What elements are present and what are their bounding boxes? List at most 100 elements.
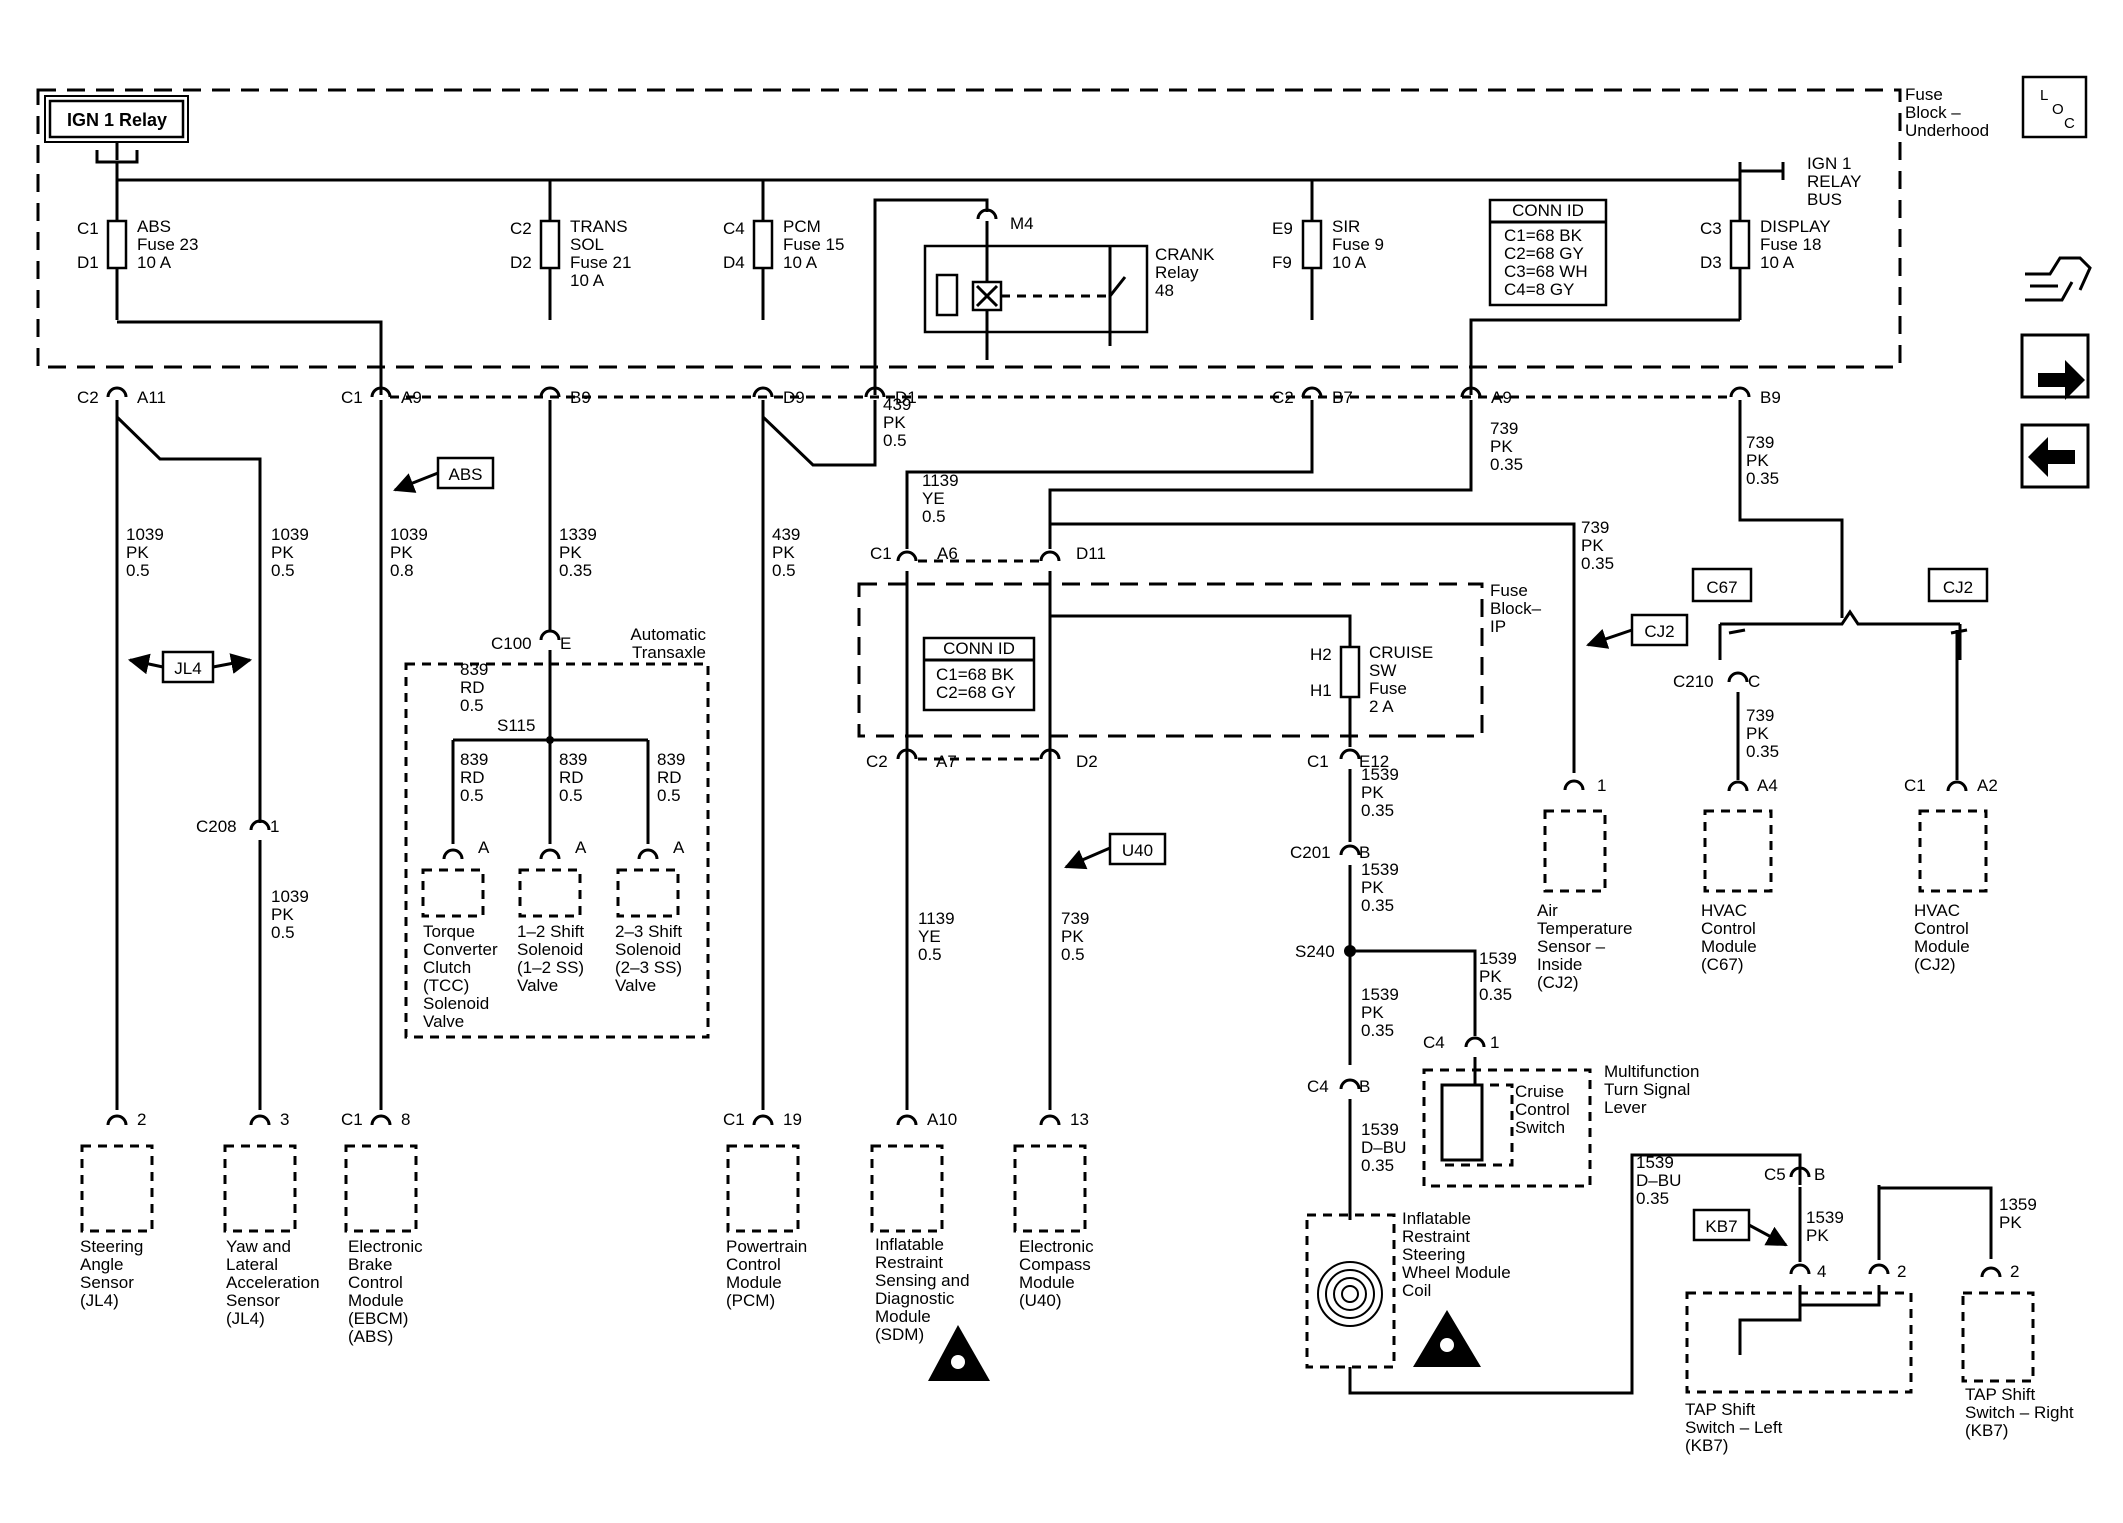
wire-label: 0.35 [1490, 455, 1523, 474]
trans-pin-label: A [478, 838, 490, 857]
wire-label: YE [918, 927, 941, 946]
module-label: HVAC [1914, 901, 1960, 920]
tcc-label: (TCC) [423, 976, 469, 995]
12ss-label: 1–2 Shift [517, 922, 584, 941]
module-label: Module [1701, 937, 1757, 956]
tap-left-outline [1685, 1291, 1913, 1394]
wire-label: 0.35 [1746, 742, 1779, 761]
wire-label: PK [271, 905, 294, 924]
connector-name: C1 [1307, 752, 1329, 771]
wire [1348, 1153, 1802, 1395]
module-label: (ABS) [348, 1327, 393, 1346]
wire-label: 739 [1490, 419, 1518, 438]
module-outline-5 [1013, 1144, 1087, 1233]
cruise-switch-label: Switch [1515, 1118, 1565, 1137]
module-conn-label: C1 [723, 1110, 745, 1129]
module-pin-label: 13 [1070, 1110, 1089, 1129]
next-page-button[interactable] [2020, 333, 2090, 399]
wire-label: 0.35 [1636, 1189, 1669, 1208]
warning-symbol [1440, 1338, 1454, 1352]
coil-label: Restraint [1402, 1227, 1470, 1246]
cruise-fuse-bottom: H1 [1310, 681, 1332, 700]
wire-label: PK [1361, 783, 1384, 802]
module-outline-3 [726, 1144, 800, 1233]
conn-id-ip [922, 636, 1036, 712]
trans-pin-label: A [673, 838, 685, 857]
module-label: Temperature [1537, 919, 1632, 938]
wire-label: PK [1581, 536, 1604, 555]
relay-bus-label: IGN 1 [1807, 154, 1851, 173]
loc-letter: O [2052, 101, 2064, 118]
module-label: (SDM) [875, 1325, 924, 1344]
module-label: Control [1701, 919, 1756, 938]
wire-label: PK [1746, 451, 1769, 470]
jl4-arrow-right [212, 653, 253, 674]
c4-b [1339, 1078, 1361, 1090]
module-pin-label: A10 [927, 1110, 957, 1129]
tap-right-label: TAP Shift [1965, 1385, 2036, 1404]
conn-id-ip-row: C2=68 GY [936, 683, 1016, 702]
module-pin-label: 19 [783, 1110, 802, 1129]
fuse-label: 10 A [1332, 253, 1367, 272]
uh-connector-pin: A11 [137, 388, 166, 407]
module-pin-5 [1039, 1114, 1061, 1126]
fuse-bottom-pin: D1 [77, 253, 99, 272]
conn-id-uh-row: C1=68 BK [1504, 226, 1583, 245]
23ss-label: 2–3 Shift [615, 922, 682, 941]
wire [1350, 949, 1477, 1036]
option-tag-text: CJ2 [1644, 622, 1674, 641]
arrow-right-icon [2038, 360, 2085, 400]
multifunction-outline [1422, 1068, 1592, 1188]
option-arrow [393, 471, 439, 493]
23ss-label: Valve [615, 976, 656, 995]
fuse-top-pin: C2 [510, 219, 532, 238]
trans-label: Transaxle [632, 643, 706, 662]
option-arrow [1586, 628, 1633, 649]
cruise-switch-label: Control [1515, 1100, 1570, 1119]
fuse-label: 10 A [1760, 253, 1795, 272]
crank-relay-label: Relay [1155, 263, 1199, 282]
uh-connector-pin: A9 [1491, 388, 1512, 407]
fuse-2 [752, 219, 774, 270]
wire [1050, 614, 1352, 647]
coil-outline [1305, 1213, 1396, 1369]
fuse-label: TRANS [570, 217, 628, 236]
wire-label: 0.5 [271, 923, 295, 942]
trans-pin-1 [539, 848, 561, 860]
fuse-bottom-pin: D3 [1700, 253, 1722, 272]
option-arrow [1064, 846, 1111, 870]
module-label: Module [875, 1307, 931, 1326]
fuse-3 [1301, 219, 1323, 270]
module-label: (CJ2) [1537, 973, 1579, 992]
module-pin-label: 1 [1597, 776, 1606, 795]
module-conn-label: C1 [1904, 776, 1926, 795]
wire-label: 0.5 [657, 786, 681, 805]
module-label: Acceleration [226, 1273, 320, 1292]
module-label: Yaw and [226, 1237, 291, 1256]
wire-label: PK [1999, 1213, 2022, 1232]
loc-letter: C [2064, 115, 2075, 132]
option-tag-text: U40 [1122, 841, 1153, 860]
module-label: Control [348, 1273, 403, 1292]
wire-label: 1039 [271, 525, 309, 544]
wire [761, 400, 877, 467]
uh-connector-2 [539, 386, 561, 398]
trans-device-1 [518, 868, 582, 918]
tcc-label: Torque [423, 922, 475, 941]
wire-label: 1539 [1361, 860, 1399, 879]
air-temp-pin [1563, 779, 1585, 791]
tap-left-pin-2 [1868, 1263, 1890, 1275]
module-label: Electronic [1019, 1237, 1094, 1256]
module-label: Brake [348, 1255, 392, 1274]
module-outline-0 [80, 1144, 154, 1233]
wire [1720, 609, 1960, 626]
module-label: Powertrain [726, 1237, 807, 1256]
cruise-switch-outline [1440, 1083, 1514, 1167]
wire-label: 0.35 [1479, 985, 1512, 1004]
multifunction-label: Lever [1604, 1098, 1647, 1117]
wire [1048, 400, 1473, 549]
module-label: Sensor [226, 1291, 280, 1310]
module-outline-1 [223, 1144, 297, 1233]
trans-outline [404, 662, 710, 1039]
cruise-switch-label: Cruise [1515, 1082, 1564, 1101]
